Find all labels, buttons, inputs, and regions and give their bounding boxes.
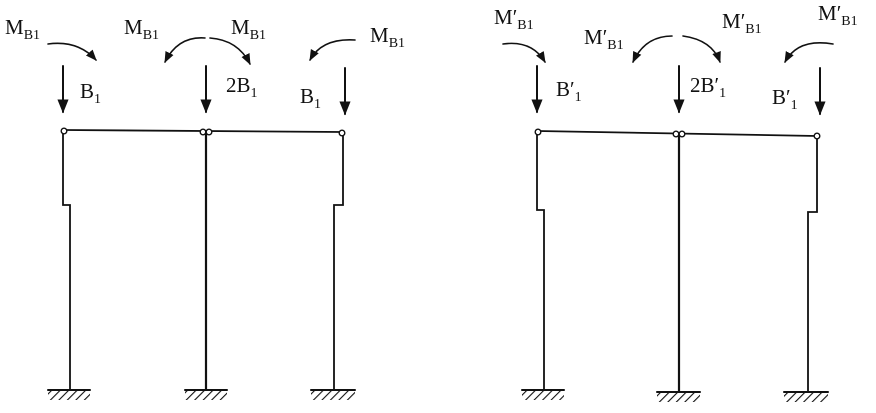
- left-hinge-1: [60, 127, 68, 135]
- left-hinge-2b: [205, 128, 213, 136]
- right-hinge-2b: [678, 130, 686, 138]
- left-column-3: [333, 134, 344, 391]
- left-load-label-3: B1: [300, 84, 321, 112]
- right-column-3: [807, 137, 818, 393]
- right-column-1: [536, 133, 545, 391]
- right-load-label-2: 2B′1: [690, 73, 726, 101]
- left-moment-arc-2: [164, 37, 206, 64]
- left-moment-label-1: MB1: [5, 15, 40, 43]
- left-support-1: [47, 389, 91, 400]
- right-hinge-3: [813, 132, 821, 140]
- right-moment-arc-2: [632, 35, 673, 64]
- left-moment-arc-1: [47, 42, 97, 61]
- left-hinge-3: [338, 129, 346, 137]
- right-moment-label-4: M′B1: [818, 1, 858, 29]
- right-moment-arc-3: [682, 35, 721, 64]
- right-load-label-3: B′1: [772, 85, 798, 113]
- left-support-2: [184, 389, 228, 400]
- right-moment-arc-1: [502, 42, 546, 63]
- right-moment-label-2: M′B1: [584, 25, 624, 53]
- left-column-1: [62, 132, 71, 391]
- left-moment-arc-4: [309, 39, 356, 61]
- left-moment-label-2: MB1: [124, 15, 159, 43]
- right-support-3: [783, 391, 829, 402]
- left-support-3: [310, 389, 356, 400]
- left-load-label-1: B1: [80, 79, 101, 107]
- right-support-1: [521, 389, 565, 400]
- left-moment-label-3: MB1: [231, 15, 266, 43]
- left-hinge-2a: [199, 128, 207, 136]
- left-load-label-2: 2B1: [226, 73, 258, 101]
- right-load-label-1: B′1: [556, 77, 582, 105]
- left-moment-arc-3: [209, 37, 251, 66]
- right-hinge-1: [534, 128, 542, 136]
- right-frame: M′B1 M′B1 M′B1 M′B1 B′1 2B′1 B′1: [494, 1, 858, 402]
- right-support-2: [656, 391, 701, 402]
- right-moment-arc-4: [784, 42, 834, 63]
- right-moment-label-1: M′B1: [494, 5, 534, 33]
- right-moment-label-3: M′B1: [722, 9, 762, 37]
- left-moment-label-4: MB1: [370, 23, 405, 51]
- right-hinge-2a: [672, 130, 680, 138]
- left-frame: MB1 MB1 MB1 MB1 B1 2B1 B1: [5, 15, 405, 400]
